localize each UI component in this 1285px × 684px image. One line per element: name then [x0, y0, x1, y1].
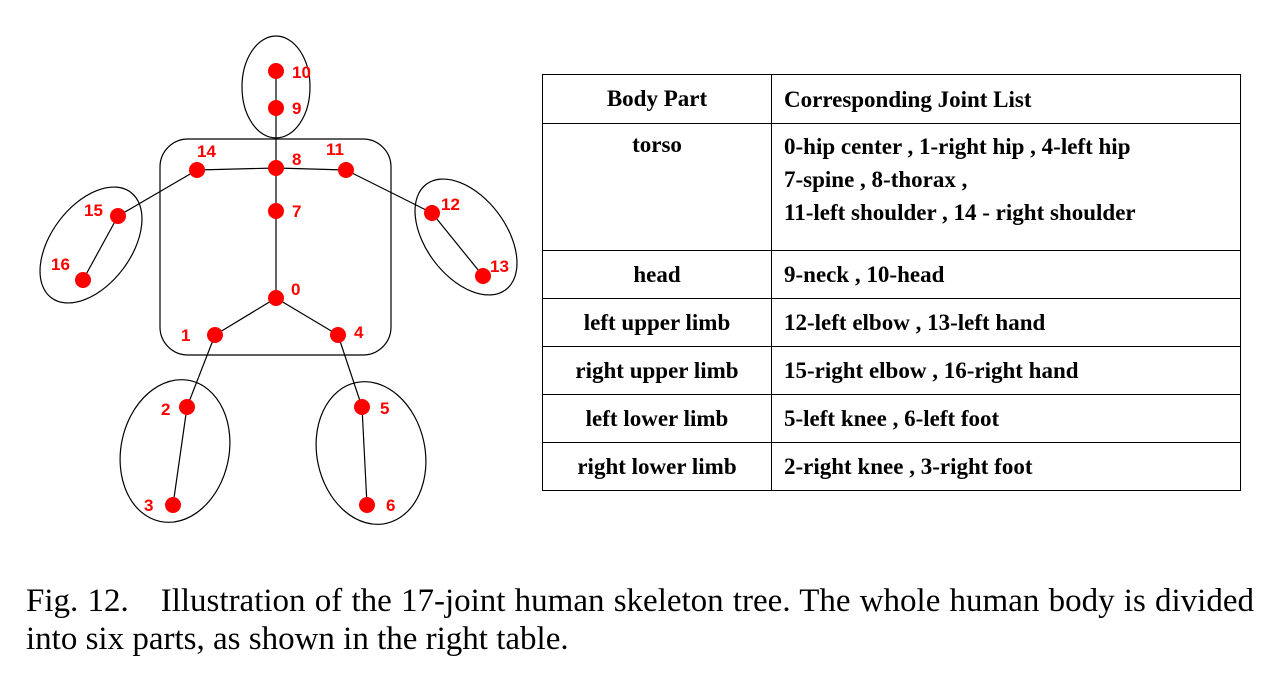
joint-label-7: 7 — [292, 202, 301, 221]
joint-list: 15-right elbow , 16-right hand — [771, 346, 1241, 395]
joint-label-16: 16 — [51, 255, 70, 274]
bone — [337, 334, 363, 408]
figure-caption: Fig. 12.Illustration of the 17-joint hum… — [26, 582, 1254, 658]
joint-list: 2-right knee , 3-right foot — [771, 442, 1241, 491]
joint-3 — [165, 497, 181, 513]
joint-7 — [268, 203, 284, 219]
bone — [196, 167, 277, 171]
joint-4 — [330, 327, 346, 343]
joint-label-8: 8 — [292, 150, 301, 169]
joint-10 — [268, 63, 284, 79]
joint-list: 5-left knee , 6-left foot — [771, 394, 1241, 443]
joint-2 — [179, 399, 195, 415]
left-lower-limb-region — [315, 381, 427, 525]
body-part-table: Body Part Corresponding Joint List torso… — [542, 74, 1241, 491]
joint-label-6: 6 — [386, 496, 395, 515]
table-header-row: Body Part Corresponding Joint List — [542, 74, 1241, 124]
header-body-part: Body Part — [542, 74, 772, 124]
header-joint-list: Corresponding Joint List — [771, 74, 1241, 124]
joint-15 — [110, 208, 126, 224]
joint-14 — [189, 162, 205, 178]
joint-1 — [207, 327, 223, 343]
table-row: head 9-neck , 10-head — [542, 250, 1241, 299]
bone — [172, 406, 188, 506]
body-part-name: left upper limb — [542, 298, 772, 347]
joint-label-12: 12 — [441, 195, 460, 214]
joint-label-9: 9 — [292, 99, 301, 118]
bone — [345, 169, 433, 214]
table-row: right upper limb 15-right elbow , 16-rig… — [542, 346, 1241, 395]
joint-5 — [354, 399, 370, 415]
body-part-name: head — [542, 250, 772, 299]
joint-6 — [359, 497, 375, 513]
bone — [361, 406, 368, 506]
joints — [75, 63, 491, 513]
joint-list-line: 7-spine , 8-thorax , — [784, 167, 968, 192]
table-row: left upper limb 12-left elbow , 13-left … — [542, 298, 1241, 347]
body-part-name: left lower limb — [542, 394, 772, 443]
joint-list: 9-neck , 10-head — [771, 250, 1241, 299]
table-row: torso 0-hip center , 1-right hip , 4-lef… — [542, 123, 1241, 251]
joint-label-3: 3 — [144, 496, 153, 515]
joint-label-5: 5 — [380, 399, 389, 418]
joint-9 — [268, 100, 284, 116]
joint-13 — [475, 268, 491, 284]
joint-label-14: 14 — [197, 142, 216, 161]
bone — [186, 334, 216, 408]
joint-list: 0-hip center , 1-right hip , 4-left hip … — [771, 123, 1241, 251]
joint-list-line: 0-hip center , 1-right hip , 4-left hip — [784, 134, 1131, 159]
right-lower-limb-region — [119, 379, 231, 523]
body-part-name: right lower limb — [542, 442, 772, 491]
joint-label-10: 10 — [292, 63, 311, 82]
joint-list-line: 11-left shoulder , 14 - right shoulder — [784, 200, 1136, 225]
joint-16 — [75, 272, 91, 288]
figure-label: Fig. 12. — [26, 583, 129, 619]
bone — [275, 297, 339, 336]
joint-list: 12-left elbow , 13-left hand — [771, 298, 1241, 347]
table-row: right lower limb 2-right knee , 3-right … — [542, 442, 1241, 491]
bone — [214, 297, 277, 336]
joint-label-11: 11 — [326, 140, 344, 159]
bone — [431, 212, 484, 277]
body-part-name: torso — [542, 123, 772, 251]
joint-label-0: 0 — [291, 280, 300, 299]
right-upper-limb-region — [39, 186, 143, 304]
left-upper-limb-region — [414, 178, 518, 296]
bone — [117, 169, 198, 217]
joint-12 — [424, 205, 440, 221]
bone — [82, 215, 119, 281]
caption-text: Illustration of the 17-joint human skele… — [26, 583, 1254, 657]
joint-8 — [268, 160, 284, 176]
bone — [275, 167, 347, 171]
joint-label-2: 2 — [161, 400, 170, 419]
joint-label-13: 13 — [490, 257, 509, 276]
joint-0 — [268, 290, 284, 306]
joint-11 — [338, 162, 354, 178]
bones — [82, 71, 484, 506]
table-row: left lower limb 5-left knee , 6-left foo… — [542, 394, 1241, 443]
joint-label-4: 4 — [354, 323, 364, 342]
joint-label-1: 1 — [181, 326, 190, 345]
body-part-name: right upper limb — [542, 346, 772, 395]
joint-label-15: 15 — [84, 201, 103, 220]
